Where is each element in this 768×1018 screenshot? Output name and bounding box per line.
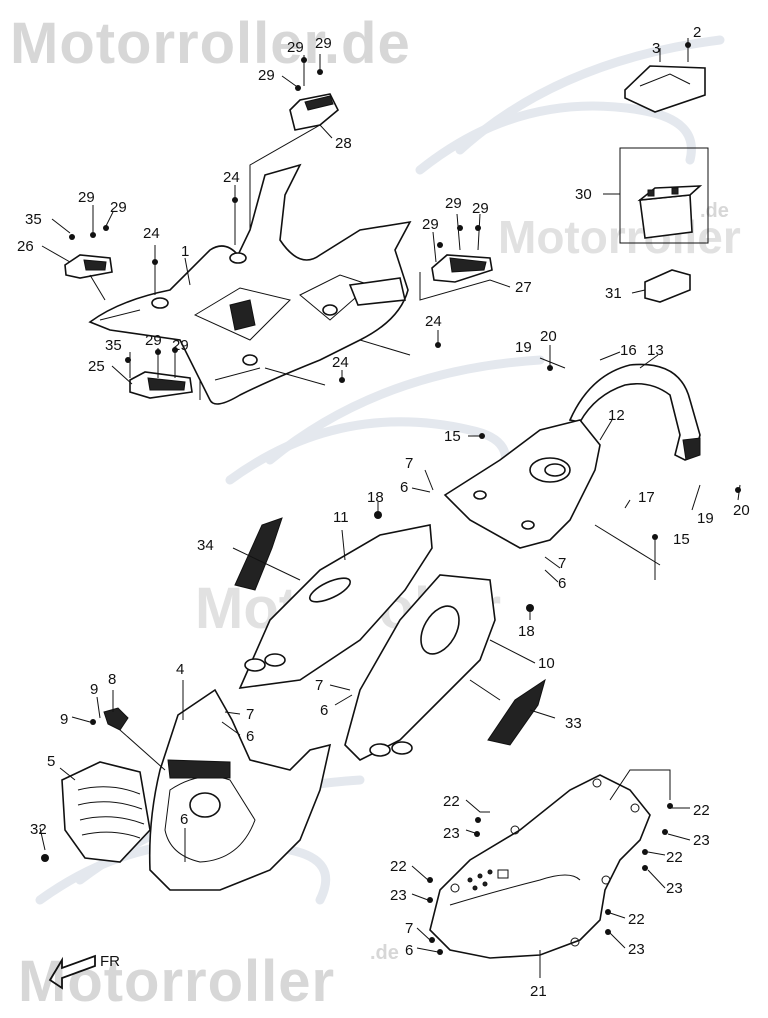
callout-6: 6 xyxy=(246,728,254,745)
part-12-rear-tray xyxy=(443,419,601,549)
callout-23: 23 xyxy=(666,880,683,897)
callout-3: 3 xyxy=(652,40,660,57)
callout-29: 29 xyxy=(258,67,275,84)
callout-18: 18 xyxy=(518,623,535,640)
callout-7: 7 xyxy=(246,706,254,723)
callout-19: 19 xyxy=(697,510,714,527)
callout-23: 23 xyxy=(390,887,407,904)
callout-33: 33 xyxy=(565,715,582,732)
callout-22: 22 xyxy=(666,849,683,866)
callout-20: 20 xyxy=(540,328,557,345)
callout-15: 15 xyxy=(673,531,690,548)
callout-18: 18 xyxy=(367,489,384,506)
part-21-underbody-cover xyxy=(429,774,651,959)
callout-9: 9 xyxy=(90,681,98,698)
direction-label: FR xyxy=(100,953,120,970)
callout-22: 22 xyxy=(628,911,645,928)
callout-17: 17 xyxy=(638,489,655,506)
callout-29: 29 xyxy=(422,216,439,233)
callout-22: 22 xyxy=(443,793,460,810)
callout-29: 29 xyxy=(315,35,332,52)
callout-29: 29 xyxy=(172,337,189,354)
callout-9: 9 xyxy=(60,711,68,728)
watermark-right-tld: .de xyxy=(700,200,729,222)
callout-11: 11 xyxy=(333,509,349,526)
callout-2: 2 xyxy=(693,24,701,41)
callout-35: 35 xyxy=(25,211,42,228)
callout-7: 7 xyxy=(315,677,323,694)
callout-22: 22 xyxy=(390,858,407,875)
callout-22: 22 xyxy=(693,802,710,819)
part-34-decal xyxy=(234,517,283,591)
callout-8: 8 xyxy=(108,671,116,688)
callout-35: 35 xyxy=(105,337,122,354)
callout-7: 7 xyxy=(405,455,413,472)
callout-29: 29 xyxy=(287,39,304,56)
part-10-right-side-panel xyxy=(344,574,496,761)
callout-4: 4 xyxy=(176,661,184,678)
callout-29: 29 xyxy=(472,200,489,217)
callout-6: 6 xyxy=(320,702,328,719)
watermark-logo-swooshes xyxy=(35,35,725,905)
callout-6: 6 xyxy=(558,575,566,592)
leader-lines xyxy=(39,38,741,978)
part-5-grille xyxy=(61,761,151,863)
callout-5: 5 xyxy=(47,753,55,770)
callout-16: 16 xyxy=(620,342,637,359)
part-27-foot-mount-right xyxy=(431,254,493,283)
callout-24: 24 xyxy=(223,169,240,186)
watermark-bottom: Motorroller xyxy=(18,949,336,1014)
part-11-left-side-panel xyxy=(238,524,433,689)
callout-6: 6 xyxy=(400,479,408,496)
callout-labels: 2 3 30 31 29 29 29 28 24 24 1 35 29 29 2… xyxy=(17,24,750,1000)
callout-1: 1 xyxy=(181,243,189,260)
part-28-bracket xyxy=(289,93,339,131)
callout-24: 24 xyxy=(332,354,349,371)
callout-28: 28 xyxy=(335,135,352,152)
part-31-pad xyxy=(644,269,691,303)
callout-24: 24 xyxy=(143,225,160,242)
callout-23: 23 xyxy=(693,832,710,849)
callout-23: 23 xyxy=(628,941,645,958)
callout-24: 24 xyxy=(425,313,442,330)
callout-15: 15 xyxy=(444,428,461,445)
callout-6: 6 xyxy=(405,942,413,959)
callout-13: 13 xyxy=(647,342,664,359)
callout-21: 21 xyxy=(530,983,547,1000)
callout-20: 20 xyxy=(733,502,750,519)
callout-26: 26 xyxy=(17,238,34,255)
callout-12: 12 xyxy=(608,407,625,424)
callout-29: 29 xyxy=(145,332,162,349)
callout-34: 34 xyxy=(197,537,214,554)
part-30-battery xyxy=(619,147,709,244)
watermark-bottom-tld: .de xyxy=(370,942,399,964)
callout-10: 10 xyxy=(538,655,555,672)
part-1-floor-panel xyxy=(88,163,412,405)
part-25-foot-mount-front xyxy=(129,371,193,399)
callout-6: 6 xyxy=(180,811,188,828)
callout-25: 25 xyxy=(88,358,105,375)
callout-7: 7 xyxy=(558,555,566,572)
callout-32: 32 xyxy=(30,821,47,838)
part-8-clip xyxy=(103,707,129,731)
callout-31: 31 xyxy=(605,285,622,302)
part-33-decal xyxy=(487,678,546,746)
part-3-battery-lid xyxy=(624,65,706,113)
callout-29: 29 xyxy=(110,199,127,216)
callout-30: 30 xyxy=(575,186,592,203)
part-26-foot-mount-left xyxy=(64,254,113,279)
callout-23: 23 xyxy=(443,825,460,842)
fasteners xyxy=(41,42,741,955)
callout-29: 29 xyxy=(445,195,462,212)
part-13-grab-rail xyxy=(568,363,701,461)
watermark-right: Motorroller xyxy=(498,211,741,263)
callout-29: 29 xyxy=(78,189,95,206)
watermark-top: Motorroller.de xyxy=(10,11,411,76)
direction-arrow-icon xyxy=(48,954,96,990)
callout-7: 7 xyxy=(405,920,413,937)
part-4-front-shield xyxy=(148,688,332,891)
callout-19: 19 xyxy=(515,339,532,356)
callout-27: 27 xyxy=(515,279,532,296)
